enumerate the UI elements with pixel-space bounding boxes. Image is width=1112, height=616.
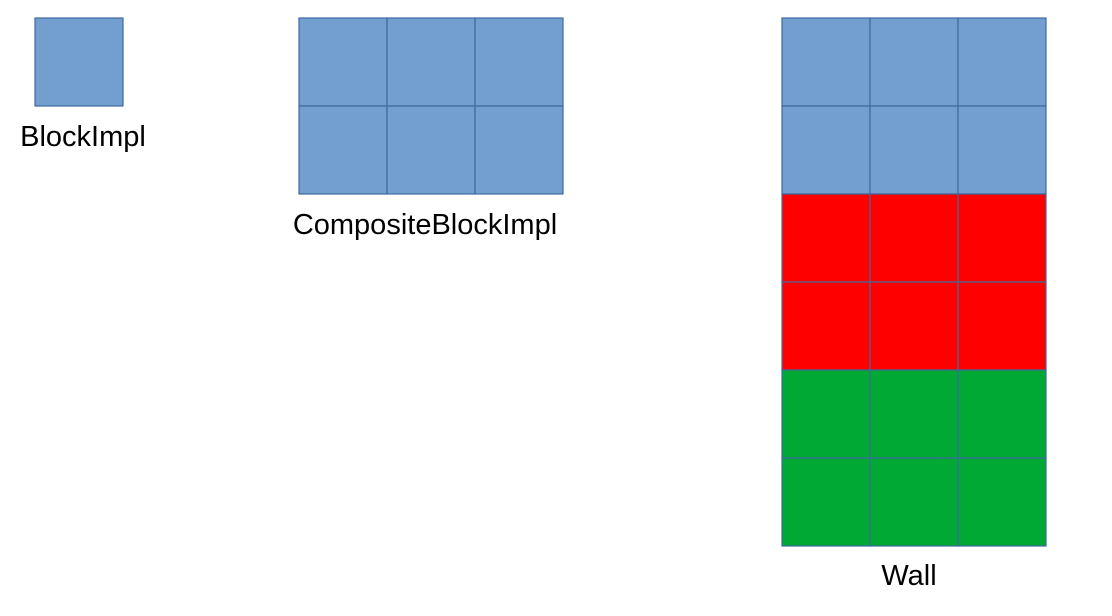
wall-cell-blue [781,105,871,195]
wall-cell-green [957,369,1047,459]
wall-cell-blue [781,17,871,107]
wall-cell-green [781,369,871,459]
wall-cell-red [957,193,1047,283]
block-cell-blue [34,17,124,107]
wall: Wall [781,17,1047,592]
composite-cell-blue [474,105,564,195]
wall-cell-red [869,281,959,371]
wall-cell-green [957,457,1047,547]
wall-cell-green [869,369,959,459]
composite-block-impl-label: CompositeBlockImpl [293,209,557,241]
composite-cell-blue [386,105,476,195]
wall-cell-green [781,457,871,547]
wall-cell-red [781,281,871,371]
block-impl-label: BlockImpl [20,121,146,153]
wall-label: Wall [881,560,936,592]
wall-cell-red [869,193,959,283]
composite-cell-blue [386,17,476,107]
composite-block-impl: CompositeBlockImpl [293,17,564,241]
block-impl: BlockImpl [20,17,146,153]
composite-cell-blue [298,105,388,195]
composite-block-impl-cells [298,17,564,195]
wall-cell-red [781,193,871,283]
wall-cell-blue [869,17,959,107]
block-impl-cells [34,17,124,107]
wall-cell-green [869,457,959,547]
wall-cells [781,17,1047,547]
composite-cell-blue [298,17,388,107]
wall-cell-blue [869,105,959,195]
composite-cell-blue [474,17,564,107]
wall-cell-blue [957,105,1047,195]
wall-cell-red [957,281,1047,371]
wall-cell-blue [957,17,1047,107]
